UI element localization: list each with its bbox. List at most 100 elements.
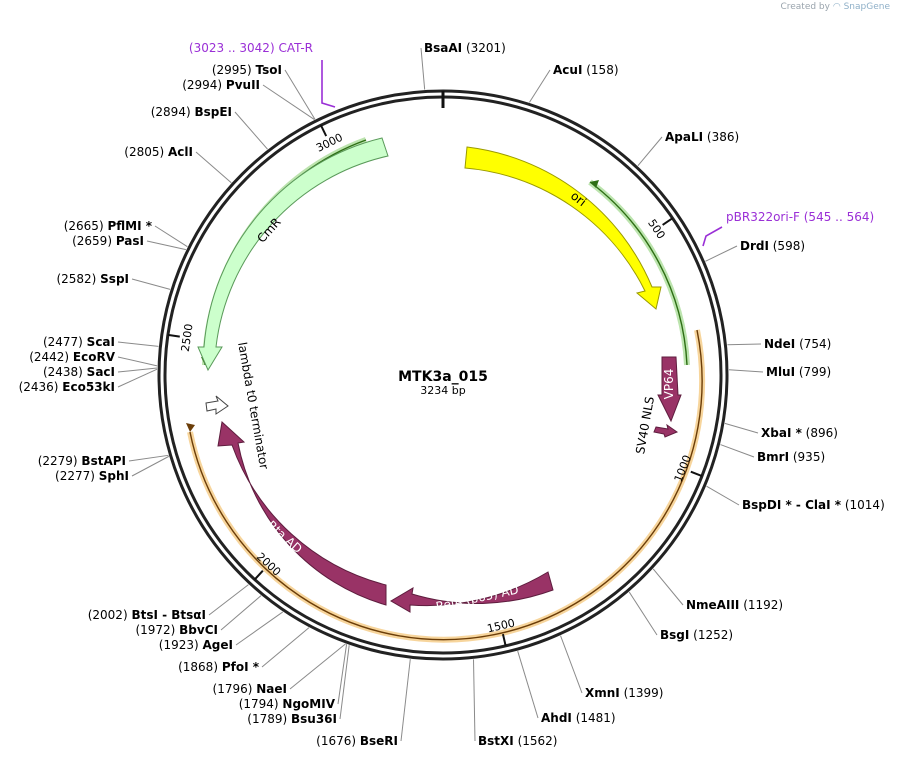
feature-rta-ad[interactable] (217, 421, 387, 606)
site-naei[interactable]: (1796) NaeI (213, 682, 287, 696)
site-name: PflMI * (107, 219, 152, 233)
site-name: SacI (87, 365, 115, 379)
site-bstxi[interactable]: BstXI (1562) (478, 734, 557, 748)
site-name: NaeI (256, 682, 287, 696)
site-pos: (1252) (689, 628, 733, 642)
green-arc-right-arrowhead (590, 180, 599, 188)
site-name: TsoI (256, 63, 282, 77)
feature-lambda-t0-terminator[interactable] (205, 395, 229, 415)
site-pos: (2659) (72, 234, 116, 248)
site-mlui[interactable]: MluI (799) (766, 365, 831, 379)
site-name: SspI (100, 272, 129, 286)
site-agei[interactable]: (1923) AgeI (159, 638, 233, 652)
feature-cmr[interactable] (197, 137, 389, 372)
site-name: NmeAIII (686, 598, 739, 612)
site-pflmi[interactable]: (2665) PflMI * (64, 219, 153, 233)
site-pos: (1868) (178, 660, 222, 674)
feature-vp64-label: VP64 (662, 369, 676, 400)
primer-cat-r[interactable]: (3023 .. 3042) CAT-R (189, 41, 313, 55)
site-acli[interactable]: (2805) AclI (124, 145, 193, 159)
primer-cat-r-mark[interactable] (321, 60, 336, 108)
site-bbvci[interactable]: (1972) BbvCI (135, 623, 218, 637)
site-xbai[interactable]: XbaI * (896) (761, 426, 838, 440)
site-pos: (386) (703, 130, 739, 144)
site-scai[interactable]: (2477) ScaI (43, 335, 115, 349)
leader-ngomiv (337, 644, 348, 705)
site-drdi[interactable]: DrdI (598) (740, 239, 805, 253)
site-bmri[interactable]: BmrI (935) (757, 450, 825, 464)
site-bsaai[interactable]: BsaAI (3201) (424, 41, 506, 55)
site-name: BspEI (194, 105, 232, 119)
tick-label-1000: 1000 (672, 453, 694, 484)
leader-saci (117, 367, 158, 373)
site-name: AgeI (203, 638, 233, 652)
site-btsi-bts-i[interactable]: (2002) BtsI - BtsαI (88, 608, 206, 622)
site-pos: (2994) (182, 78, 226, 92)
site-bseri[interactable]: (1676) BseRI (316, 734, 398, 748)
site-pos: (754) (795, 337, 831, 351)
site-tsoi[interactable]: (2995) TsoI (212, 63, 282, 77)
leader-sphi (131, 455, 170, 477)
site-bstapi[interactable]: (2279) BstAPI (38, 454, 126, 468)
feature-vp64[interactable] (657, 356, 682, 423)
site-name: SphI (99, 469, 129, 483)
site-ndei[interactable]: NdeI (754) (764, 337, 831, 351)
site-xmni[interactable]: XmnI (1399) (585, 686, 663, 700)
site-eco53ki[interactable]: (2436) Eco53kI (19, 380, 115, 394)
site-pos: (2665) (64, 219, 108, 233)
site-pos: (2279) (38, 454, 82, 468)
site-bsgi[interactable]: BsgI (1252) (660, 628, 733, 642)
site-name: BstAPI (81, 454, 126, 468)
site-name: BspDI * - ClaI * (742, 498, 842, 512)
leader-bspei (234, 111, 268, 150)
site-pos: (3201) (462, 41, 506, 55)
feature-rela-p65-ad[interactable] (390, 571, 554, 613)
site-name: MluI (766, 365, 795, 379)
site-bspei[interactable]: (2894) BspEI (151, 105, 232, 119)
plasmid-name: MTK3a_015 (398, 369, 488, 385)
tick-label-2500: 2500 (179, 323, 196, 353)
site-name: AclI (168, 145, 193, 159)
site-ahdi[interactable]: AhdI (1481) (541, 711, 616, 725)
feature-sv40-nls-label: SV40 NLS (633, 395, 657, 455)
leader-drdi (705, 245, 738, 262)
feature-sv40-nls[interactable] (653, 423, 679, 438)
site-sspi[interactable]: (2582) SspI (56, 272, 129, 286)
site-name: XmnI (585, 686, 620, 700)
site-pfoi[interactable]: (1868) PfoI * (178, 660, 260, 674)
tick-mark-2000 (253, 570, 264, 581)
site-acui[interactable]: AcuI (158) (553, 63, 619, 77)
leader-mlui (728, 369, 764, 373)
site-name: AcuI (553, 63, 582, 77)
site-pos: (2995) (212, 63, 256, 77)
site-ngomiv[interactable]: (1794) NgoMIV (239, 697, 336, 711)
site-sphi[interactable]: (2277) SphI (55, 469, 129, 483)
leader-tsoi (284, 69, 316, 120)
site-name: NdeI (764, 337, 795, 351)
site-pos: (896) (802, 426, 838, 440)
tick-mark-1000 (690, 470, 703, 477)
leader-ahdi (517, 650, 539, 719)
site-pvuii[interactable]: (2994) PvuII (182, 78, 260, 92)
primer-pbr322ori-f[interactable]: pBR322ori-F (545 .. 564) (726, 210, 874, 224)
site-name: DrdI (740, 239, 769, 253)
site-name: ApaLI (665, 130, 703, 144)
orange-arc-arrowhead (186, 423, 195, 432)
feature-ori[interactable] (464, 146, 662, 310)
leader-pfoi (261, 627, 310, 668)
site-apali[interactable]: ApaLI (386) (665, 130, 739, 144)
leader-bsu36i (339, 645, 350, 720)
site-name: PvuII (226, 78, 260, 92)
leader-eco53ki (117, 368, 158, 388)
primer-pbr322ori-f-mark[interactable] (702, 226, 723, 247)
site-saci[interactable]: (2438) SacI (43, 365, 115, 379)
site-pasi[interactable]: (2659) PasI (72, 234, 144, 248)
site-bsu36i[interactable]: (1789) Bsu36I (247, 712, 337, 726)
leader-bmri (720, 444, 755, 458)
site-nmeaiii[interactable]: NmeAIII (1192) (686, 598, 783, 612)
site-bspdi-clai[interactable]: BspDI * - ClaI * (1014) (742, 498, 885, 512)
site-ecorv[interactable]: (2442) EcoRV (29, 350, 116, 364)
snapgene-credit: Created by ◠ SnapGene (780, 2, 890, 12)
site-name: BsaAI (424, 41, 462, 55)
